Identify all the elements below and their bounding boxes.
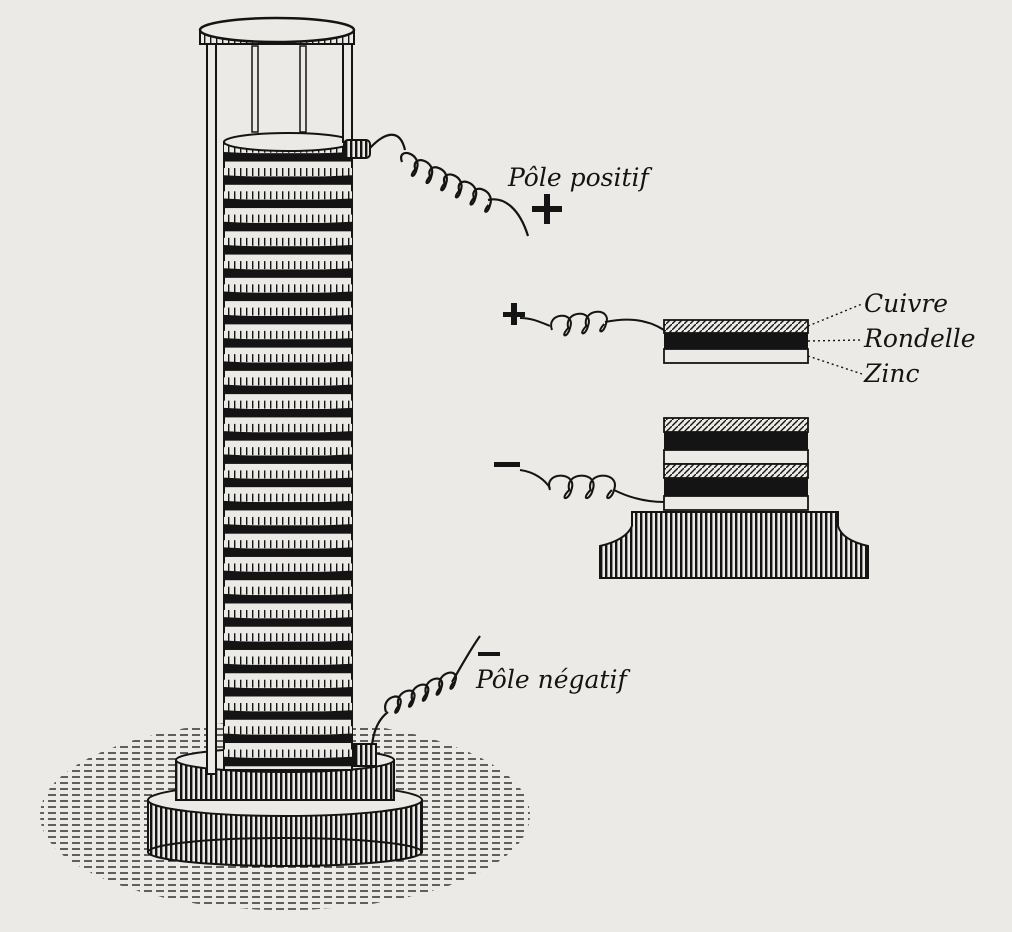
disc-washer — [224, 525, 352, 534]
negative-wire — [370, 635, 481, 746]
disc-washer — [224, 618, 352, 627]
disc-washer — [224, 548, 352, 557]
small-copper-1 — [663, 417, 809, 433]
copper-layer — [663, 319, 809, 334]
disc-washer — [224, 595, 352, 604]
disc-washer — [224, 641, 352, 650]
positive-wire — [369, 133, 530, 237]
zinc-layer — [663, 348, 809, 364]
top-cap — [198, 16, 356, 45]
disc-metal — [224, 284, 352, 293]
top-terminal — [343, 139, 371, 159]
disc-washer — [224, 502, 352, 511]
negative-pole-label: Pôle négatif — [475, 665, 630, 694]
disc-metal — [224, 516, 352, 525]
disc-washer — [224, 222, 352, 232]
disc-washer — [224, 757, 352, 767]
disc-washer — [224, 153, 352, 162]
disc-metal — [224, 633, 352, 642]
disc-metal — [224, 423, 352, 432]
disc-washer — [224, 176, 352, 185]
disc-washer — [224, 478, 352, 488]
disc-metal — [224, 261, 352, 269]
positive-pole-label: Pôle positif — [507, 163, 653, 192]
disc-washer — [224, 315, 352, 325]
disc-washer — [224, 432, 352, 441]
small-washer-1 — [664, 432, 808, 450]
disc-metal — [224, 470, 352, 479]
disc-metal — [224, 656, 352, 665]
small-copper-2 — [663, 463, 809, 479]
disc-metal — [224, 214, 352, 223]
disc-stack — [223, 132, 353, 771]
small-pile-detail — [494, 417, 869, 579]
disc-washer — [224, 269, 352, 278]
disc-washer — [224, 571, 352, 581]
small-washer-2 — [664, 478, 808, 496]
washer-label: Rondelle — [863, 324, 976, 353]
minus-symbol-bottom — [478, 652, 500, 656]
disc-washer — [224, 409, 352, 418]
disc-metal — [224, 586, 352, 595]
disc-washer — [224, 362, 352, 371]
glass-rods — [206, 41, 353, 775]
disc-washer — [224, 711, 352, 720]
copper-label: Cuivre — [864, 289, 948, 318]
disc-metal — [224, 563, 352, 572]
disc-washer — [224, 292, 352, 302]
disc-metal — [224, 168, 352, 176]
disc-metal — [224, 540, 352, 549]
disc-washer — [224, 664, 352, 674]
bottom-terminal — [353, 743, 377, 767]
disc-metal — [224, 377, 352, 386]
disc-washer — [224, 199, 352, 209]
disc-metal — [224, 237, 352, 246]
disc-metal — [224, 354, 352, 363]
disc-metal — [224, 330, 352, 339]
small-zinc-2 — [663, 495, 809, 511]
disc-washer — [224, 246, 352, 255]
disc-washer — [224, 734, 352, 744]
disc-metal — [224, 191, 352, 200]
disc-metal — [224, 703, 352, 711]
minus-symbol-detail — [494, 462, 520, 467]
single-element-detail — [503, 303, 863, 375]
washer-layer — [664, 333, 808, 349]
disc-washer — [224, 455, 352, 464]
disc-metal — [224, 493, 352, 502]
disc-washer — [224, 688, 352, 697]
small-pile-pedestal — [599, 511, 869, 579]
disc-washer — [224, 385, 352, 395]
small-zinc-1 — [663, 449, 809, 465]
disc-metal — [224, 609, 352, 618]
disc-metal — [224, 726, 352, 735]
disc-metal — [224, 749, 352, 758]
disc-metal — [224, 307, 352, 316]
disc-metal — [224, 679, 352, 688]
plus-symbol-top — [532, 194, 562, 224]
disc-metal — [224, 400, 352, 409]
disc-washer — [224, 339, 352, 348]
zinc-label: Zinc — [863, 359, 919, 388]
disc-metal — [224, 447, 352, 456]
